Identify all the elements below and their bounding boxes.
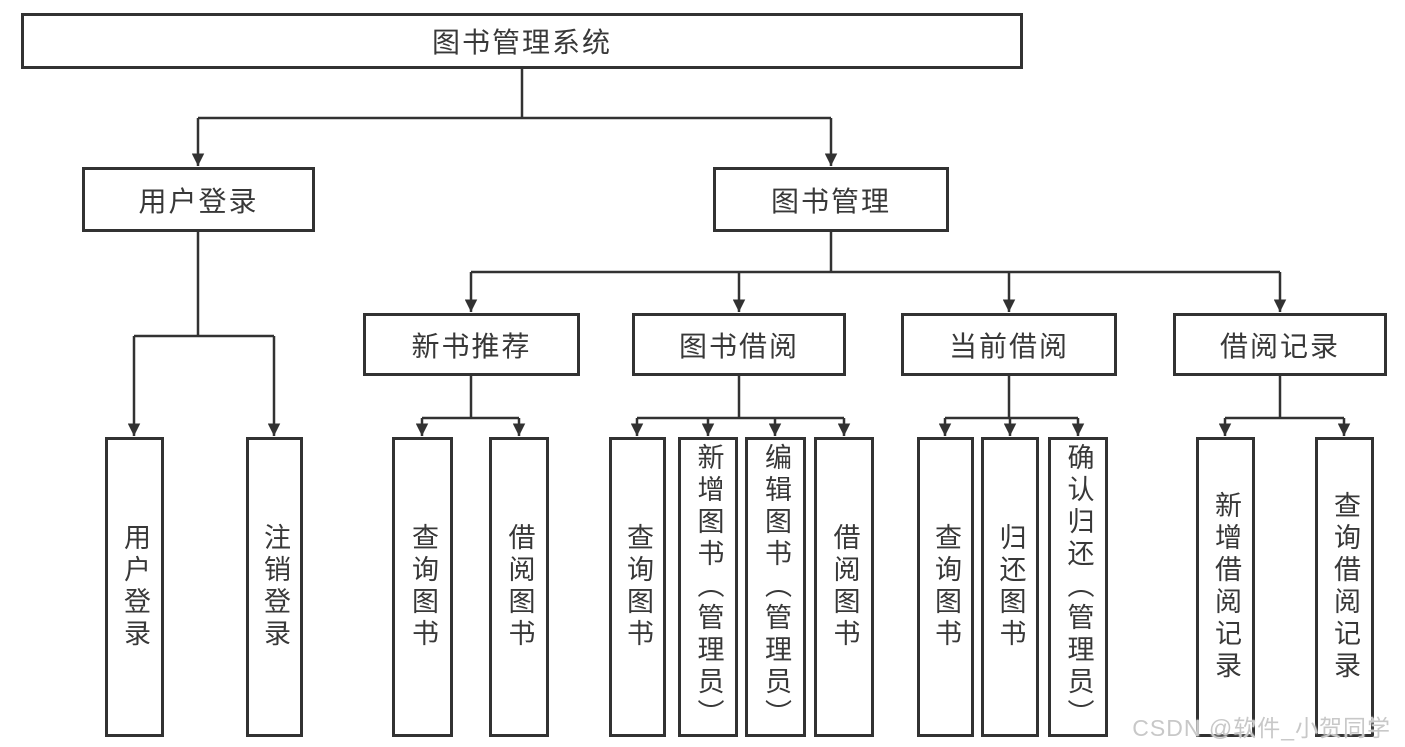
leaf-br-add-record: 新增借阅记录 — [1196, 437, 1255, 737]
leaf-nbr-borrow-books: 借阅图书 — [489, 437, 549, 737]
leaf-user-login: 用户登录 — [105, 437, 164, 737]
node-current-borrowing: 当前借阅 — [901, 313, 1117, 376]
node-user-login: 用户登录 — [82, 167, 315, 232]
leaf-bb-borrow-books: 借阅图书 — [814, 437, 874, 737]
leaf-cb-query-books: 查询图书 — [917, 437, 974, 737]
leaf-br-query-record: 查询借阅记录 — [1315, 437, 1374, 737]
leaf-cb-confirm-return-admin: 确认归还（管理员） — [1048, 437, 1108, 737]
node-library-system: 图书管理系统 — [21, 13, 1023, 69]
leaf-nbr-query-books: 查询图书 — [392, 437, 453, 737]
node-book-borrowing: 图书借阅 — [632, 313, 846, 376]
leaf-bb-query-books: 查询图书 — [609, 437, 666, 737]
leaf-logout-login: 注销登录 — [246, 437, 303, 737]
node-new-book-recommend: 新书推荐 — [363, 313, 580, 376]
leaf-bb-add-books-admin: 新增图书（管理员） — [678, 437, 738, 737]
leaf-bb-edit-books-admin: 编辑图书（管理员） — [745, 437, 806, 737]
node-borrowing-records: 借阅记录 — [1173, 313, 1387, 376]
node-book-management: 图书管理 — [713, 167, 949, 232]
leaf-cb-return-books: 归还图书 — [981, 437, 1039, 737]
